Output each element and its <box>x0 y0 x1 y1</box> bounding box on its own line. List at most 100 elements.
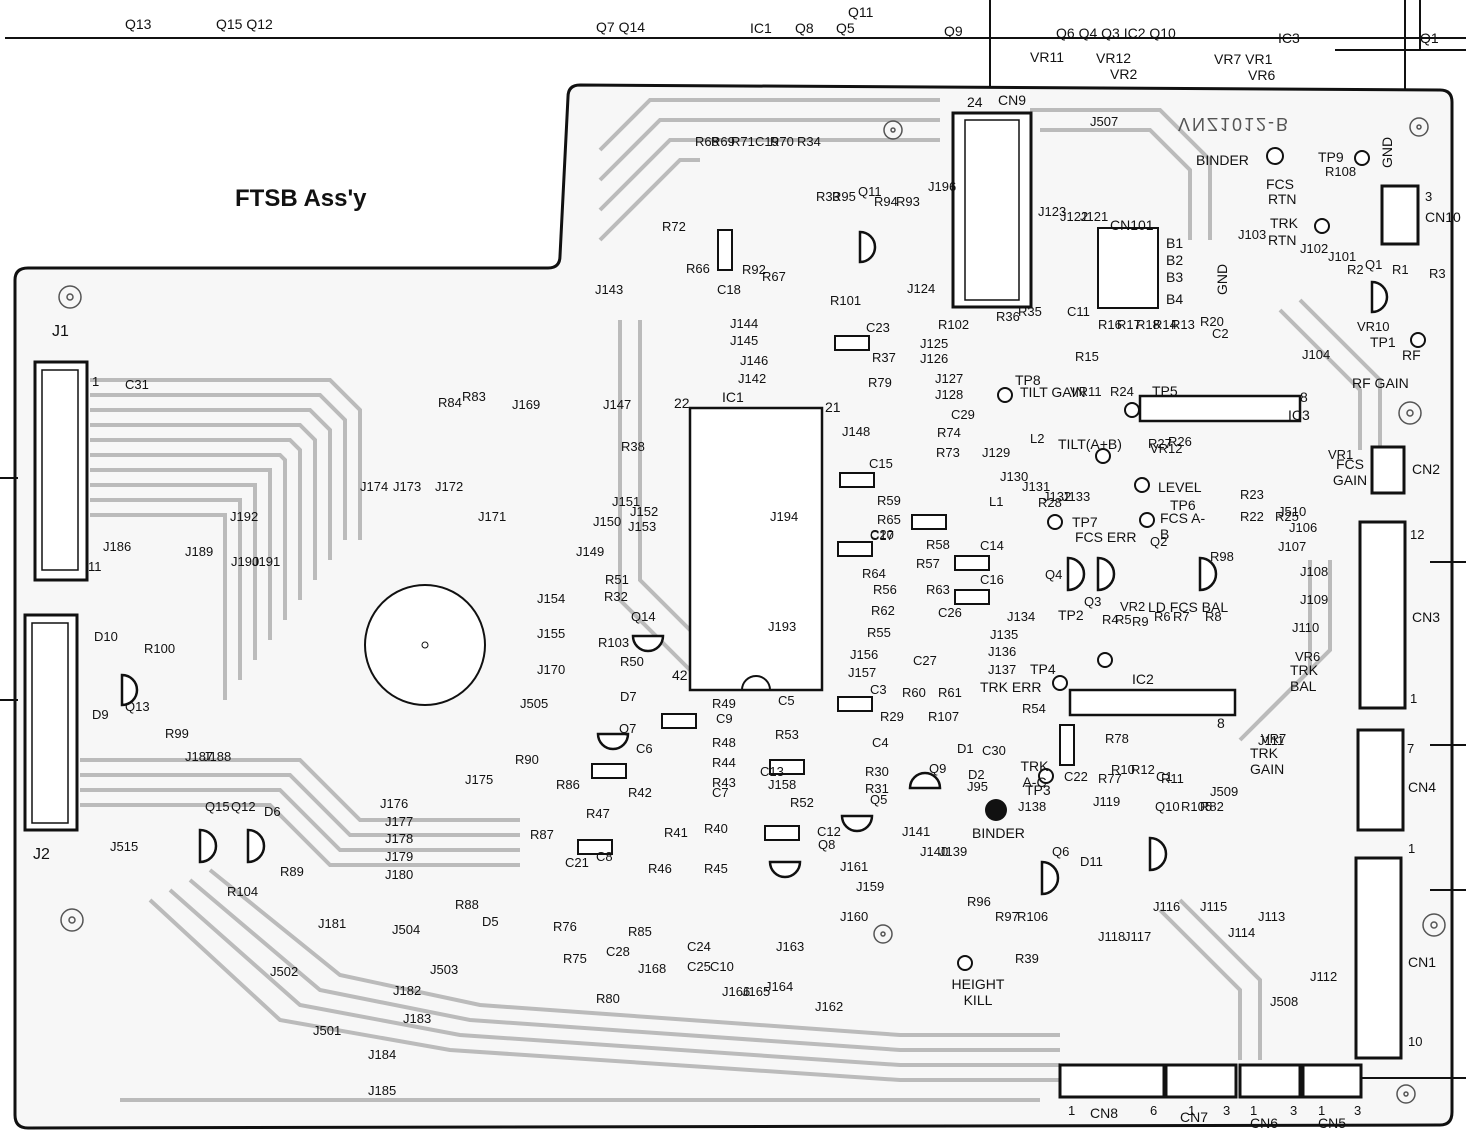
resistors-designator: R58 <box>926 537 950 552</box>
resistors-designator: R10 <box>1111 762 1135 777</box>
resistors-designator: R74 <box>937 425 961 440</box>
jumpers-right-designator: J131 <box>1022 479 1051 494</box>
resistors-designator: R20 <box>1200 314 1224 329</box>
semis-designator: D10 <box>94 629 118 644</box>
jumpers-center-designator: J95 <box>967 779 988 794</box>
label-cn7: CN7 <box>1180 1109 1209 1125</box>
jumpers-right-designator: J136 <box>988 644 1017 659</box>
resistors-designator: R24 <box>1110 384 1134 399</box>
label-ic3: IC3 <box>1288 407 1310 423</box>
jumpers-right-designator: J121 <box>1080 209 1109 224</box>
label-tp1: TP1 <box>1370 334 1396 350</box>
resistors-designator: R49 <box>712 696 736 711</box>
jumpers-left-designator: J503 <box>430 962 459 977</box>
resistors-designator: R95 <box>832 189 856 204</box>
jumpers-center-designator: J163 <box>776 939 805 954</box>
jumpers-center-designator: J146 <box>740 353 769 368</box>
pin-marks-designator: 1 <box>1318 1103 1326 1118</box>
resistors-designator: R48 <box>712 735 736 750</box>
jumpers-right-designator: J507 <box>1090 114 1119 129</box>
top-label-q9: Q9 <box>944 23 963 39</box>
resistors-designator: R17 <box>1117 317 1141 332</box>
jumpers-left-designator: J177 <box>385 814 414 829</box>
resistors-designator: R79 <box>868 375 892 390</box>
resistors-designator: R25 <box>1275 509 1299 524</box>
resistors-designator: R69 <box>711 134 735 149</box>
label-b1: B1 <box>1166 235 1184 251</box>
capacitors-designator: C1 <box>1156 769 1173 784</box>
label-cn4: CN4 <box>1408 779 1437 795</box>
resistors-designator: R89 <box>280 864 304 879</box>
label-ic3-pin8: 8 <box>1300 389 1308 405</box>
resistors-designator: R77 <box>1098 771 1122 786</box>
label-binder-mid: BINDER <box>972 825 1025 841</box>
resistors-designator: R28 <box>1038 495 1062 510</box>
resistors-designator: R68 <box>695 134 719 149</box>
jumpers-right-designator: J103 <box>1238 227 1267 242</box>
jumpers-center-designator: J152 <box>630 504 659 519</box>
resistors-designator: R39 <box>1015 951 1039 966</box>
resistors-designator: R6 <box>1154 609 1171 624</box>
resistors-designator: R71 <box>731 134 755 149</box>
jumpers-right-designator: J110 <box>1292 620 1320 635</box>
capacitors-designator: C30 <box>982 743 1006 758</box>
capacitors-designator: C31 <box>125 377 149 392</box>
jumpers-center-designator: J149 <box>576 544 605 559</box>
resistors-designator: R41 <box>664 825 688 840</box>
resistors-designator: R11 <box>1161 771 1184 786</box>
connector-j1-body <box>33 360 89 582</box>
jumpers-right-designator: J124 <box>907 281 936 296</box>
jumpers-left-designator: J188 <box>203 749 232 764</box>
semis-designator: D7 <box>620 689 637 704</box>
mounting-ring-center <box>421 641 429 649</box>
label-b3: B3 <box>1166 269 1184 285</box>
label-trk-err: TRK ERR <box>980 679 1042 695</box>
pin-marks-designator: 1 <box>1410 691 1418 706</box>
resistors-designator: R23 <box>1240 487 1264 502</box>
resistors-designator: R103 <box>598 635 630 650</box>
top-label-q1: Q1 <box>1420 30 1439 46</box>
semis-designator: Q1 <box>1365 257 1383 272</box>
label-fcs: FCS <box>1266 176 1294 192</box>
resistors-designator: R70 <box>770 134 794 149</box>
resistors-designator: R105 <box>1181 799 1213 814</box>
resistors-designator: R27 <box>1148 436 1172 451</box>
resistors-designator: R12 <box>1131 762 1155 777</box>
resistors-designator: R80 <box>596 991 620 1006</box>
capacitors-designator: C16 <box>980 572 1004 587</box>
top-label-vr11: VR11 <box>1030 49 1064 65</box>
board-title: FTSB Ass'y <box>235 185 367 212</box>
resistors-designator: R31 <box>865 781 889 796</box>
jumpers-center-designator: J165 <box>742 984 771 999</box>
resistors-designator: R104 <box>227 884 259 899</box>
resistors-designator: R50 <box>620 654 644 669</box>
pin-marks-designator: 1 <box>1188 1103 1196 1118</box>
jumpers-right-designator: J125 <box>920 336 949 351</box>
label-ic1-pin21: 21 <box>825 399 841 415</box>
resistors-designator: R16 <box>1098 317 1122 332</box>
pots-designator: VR1 <box>1328 447 1354 462</box>
jumpers-right-designator: J114 <box>1228 925 1256 940</box>
label-cn9-pin: 24 <box>967 94 983 110</box>
jumpers-right-designator: J509 <box>1210 784 1239 799</box>
label-trk-ac: TRK A-C <box>1020 758 1049 790</box>
label-j2: J2 <box>33 846 50 863</box>
jumpers-left-designator: J191 <box>252 554 281 569</box>
jumpers-left-designator: J504 <box>392 922 421 937</box>
semis-designator: Q2 <box>1150 534 1168 549</box>
jumpers-left-designator: J154 <box>537 591 566 606</box>
jumpers-center-designator: J164 <box>765 979 794 994</box>
resistors-designator: R42 <box>628 785 652 800</box>
capacitors-designator: C19 <box>755 134 779 149</box>
pots-designator: VR7 <box>1261 731 1287 746</box>
jumpers-center-designator: J151 <box>612 494 641 509</box>
resistors-designator: R35 <box>1018 304 1042 319</box>
jumpers-left-designator: J178 <box>385 831 414 846</box>
mounting-holes <box>58 117 1446 1104</box>
resistors-designator: R76 <box>553 919 577 934</box>
jumpers-left-designator: J171 <box>478 509 507 524</box>
resistors-designator: R54 <box>1022 701 1046 716</box>
semis-designator: Q3 <box>1084 594 1102 609</box>
jumpers-center-designator: J194 <box>770 509 799 524</box>
